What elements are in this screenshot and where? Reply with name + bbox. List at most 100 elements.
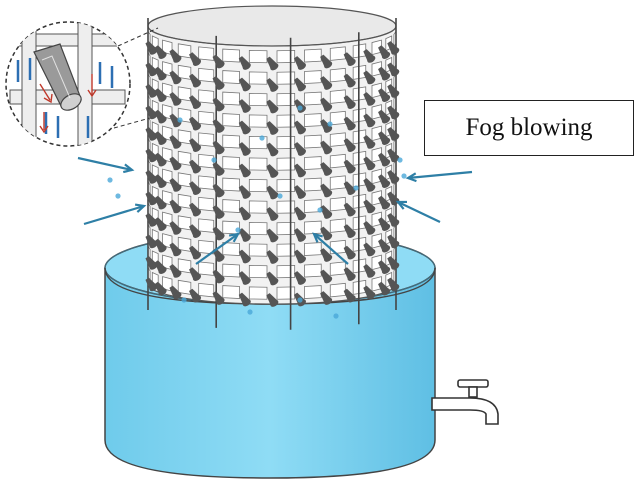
fog-blowing-label-box: Fog blowing bbox=[424, 100, 634, 156]
droplet-collector-icon bbox=[145, 127, 158, 141]
mesh-opening bbox=[329, 282, 346, 298]
droplet-collector-icon bbox=[343, 245, 356, 260]
droplet-collector-icon bbox=[378, 195, 391, 210]
droplet-collector-icon bbox=[238, 206, 251, 221]
droplet-collector-icon bbox=[293, 228, 306, 242]
droplet-collector-icon bbox=[378, 88, 391, 103]
inset-mesh-detail bbox=[9, 22, 126, 146]
droplet-collector-icon bbox=[320, 291, 333, 305]
droplet-collector-icon bbox=[387, 234, 400, 249]
fog-blowing-label: Fog blowing bbox=[465, 114, 593, 141]
droplet-collector-icon bbox=[169, 285, 182, 300]
mesh-opening bbox=[198, 89, 215, 104]
droplet-collector-icon bbox=[363, 199, 376, 214]
droplet-collector-icon bbox=[363, 285, 376, 300]
mesh-opening bbox=[198, 261, 215, 276]
mesh-opening bbox=[248, 92, 268, 107]
mesh-opening bbox=[177, 172, 192, 188]
droplet-collector-icon bbox=[238, 249, 251, 264]
droplet-collector-icon bbox=[169, 70, 182, 85]
droplet-collector-icon bbox=[169, 135, 182, 149]
mesh-opening bbox=[329, 175, 346, 190]
water-droplet bbox=[235, 227, 241, 233]
mesh-opening bbox=[177, 129, 192, 145]
droplet-collector-icon bbox=[145, 277, 158, 292]
droplet-collector-icon bbox=[189, 245, 202, 260]
mesh-opening bbox=[177, 279, 192, 295]
droplet-collector-icon bbox=[154, 66, 167, 81]
mesh-opening bbox=[248, 264, 268, 279]
droplet-collector-icon bbox=[343, 159, 356, 174]
droplet-collector-icon bbox=[320, 226, 333, 241]
mesh-opening bbox=[198, 218, 215, 233]
mesh-opening bbox=[248, 178, 268, 193]
droplet-collector-icon bbox=[145, 84, 158, 98]
droplet-collector-icon bbox=[343, 116, 356, 131]
droplet-collector-icon bbox=[343, 138, 356, 152]
droplet-collector-icon bbox=[387, 62, 400, 77]
water-droplet bbox=[317, 207, 323, 213]
droplet-collector-icon bbox=[266, 164, 279, 178]
mesh-opening bbox=[276, 157, 296, 171]
droplet-collector-icon bbox=[154, 238, 167, 253]
droplet-collector-icon bbox=[238, 77, 251, 92]
droplet-collector-icon bbox=[363, 242, 376, 257]
water-droplet bbox=[297, 297, 303, 303]
mesh-opening bbox=[329, 153, 346, 169]
water-droplet bbox=[181, 297, 187, 303]
droplet-collector-icon bbox=[387, 84, 400, 98]
mesh-opening bbox=[248, 243, 268, 257]
droplet-collector-icon bbox=[387, 170, 400, 184]
droplet-collector-icon bbox=[320, 183, 333, 198]
mesh-opening bbox=[177, 43, 192, 59]
mesh-opening bbox=[222, 48, 240, 63]
droplet-collector-icon bbox=[238, 271, 251, 285]
mesh-opening bbox=[304, 70, 322, 84]
airflow-arrows bbox=[77, 156, 473, 265]
droplet-collector-icon bbox=[320, 248, 333, 262]
water-droplet bbox=[327, 121, 333, 127]
mesh-opening bbox=[276, 286, 296, 300]
droplet-collector-icon bbox=[266, 142, 279, 157]
droplet-collector-icon bbox=[378, 66, 391, 81]
droplet-collector-icon bbox=[387, 105, 400, 120]
mesh-opening bbox=[248, 286, 268, 300]
droplet-collector-icon bbox=[212, 291, 225, 305]
water-droplet bbox=[401, 173, 407, 179]
mesh-opening bbox=[222, 156, 240, 170]
mesh-opening bbox=[248, 114, 268, 128]
droplet-collector-icon bbox=[212, 226, 225, 241]
mesh-opening bbox=[198, 132, 215, 147]
fog-collector-mesh bbox=[107, 5, 407, 330]
droplet-collector-icon bbox=[387, 256, 400, 270]
droplet-collector-icon bbox=[378, 281, 391, 296]
mesh-opening bbox=[304, 156, 322, 170]
mesh-opening bbox=[304, 91, 322, 106]
droplet-collector-icon bbox=[154, 195, 167, 210]
droplet-collector-icon bbox=[212, 76, 225, 90]
mesh-opening bbox=[248, 71, 268, 85]
droplet-collector-icon bbox=[189, 181, 202, 195]
droplet-collector-icon bbox=[189, 116, 202, 131]
mesh-opening bbox=[177, 258, 192, 274]
droplet-collector-icon bbox=[378, 131, 391, 146]
droplet-collector-icon bbox=[154, 109, 167, 124]
droplet-collector-icon bbox=[387, 191, 400, 206]
mesh-opening bbox=[198, 67, 215, 83]
water-droplet bbox=[247, 309, 253, 315]
droplet-collector-icon bbox=[387, 127, 400, 141]
droplet-collector-icon bbox=[363, 70, 376, 85]
droplet-collector-icon bbox=[238, 120, 251, 135]
mesh-opening bbox=[276, 49, 296, 64]
droplet-collector-icon bbox=[212, 269, 225, 284]
droplet-collector-icon bbox=[238, 163, 251, 178]
mesh-opening bbox=[304, 113, 322, 127]
droplet-collector-icon bbox=[212, 162, 225, 176]
mesh-opening bbox=[276, 71, 296, 85]
droplet-collector-icon bbox=[293, 185, 306, 199]
mesh-opening bbox=[276, 178, 296, 193]
mesh-opening bbox=[177, 150, 192, 166]
droplet-collector-icon bbox=[378, 174, 391, 189]
water-droplet bbox=[107, 177, 113, 183]
